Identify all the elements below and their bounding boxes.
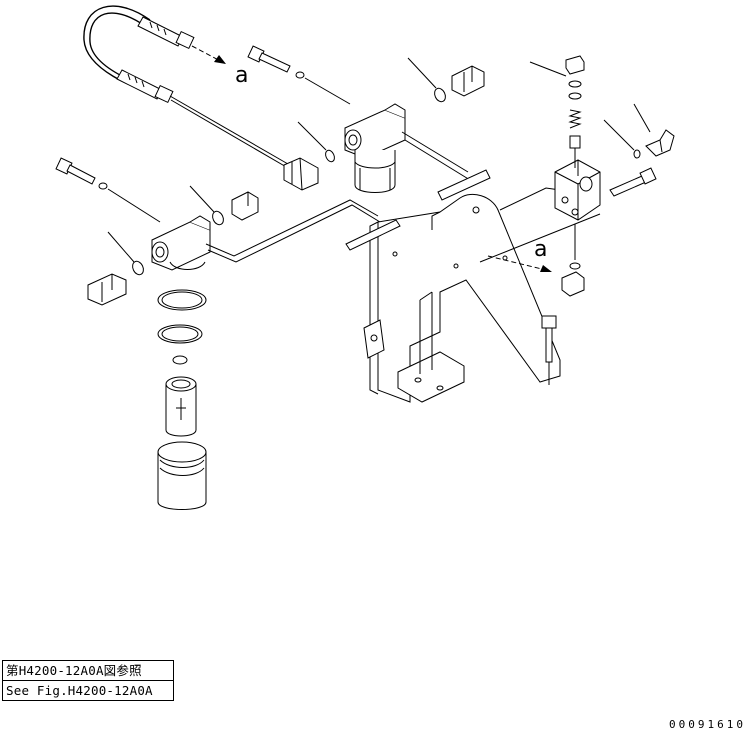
bolt-upper	[247, 45, 351, 105]
leader-line	[603, 119, 635, 151]
hose-assembly	[83, 5, 289, 169]
straight-fitting-upper	[451, 65, 485, 97]
drawing-number: 00091610	[669, 718, 746, 731]
straight-fitting-lower-left	[87, 273, 127, 306]
hose-line	[207, 204, 381, 263]
filter-element-stack	[157, 289, 207, 510]
arrow-label-a-lower: a	[534, 237, 547, 262]
valve-side-bolt	[609, 167, 657, 197]
valve-block	[554, 159, 601, 221]
filter-head-lower	[151, 215, 211, 271]
o-ring	[325, 149, 335, 163]
reference-box: 第H4200-12A0A図参照 See Fig.H4200-12A0A	[2, 660, 174, 701]
o-ring	[633, 149, 641, 159]
arrow-a-upper	[191, 45, 227, 65]
elbow-fitting-bottom	[561, 271, 585, 297]
reference-line-japanese: 第H4200-12A0A図参照	[6, 663, 142, 678]
hose-line	[479, 213, 601, 263]
hose-line	[401, 131, 469, 173]
hose-line	[404, 139, 471, 181]
relief-valve-parts	[565, 55, 585, 270]
leader-line	[107, 231, 135, 263]
leader-line	[297, 121, 327, 151]
leader-line	[407, 57, 437, 89]
hose-line	[205, 199, 379, 257]
elbow-fitting-right	[645, 129, 675, 157]
mounting-bracket	[345, 169, 561, 403]
o-ring	[212, 210, 224, 226]
straight-fitting-lower	[231, 191, 259, 221]
o-ring	[434, 87, 446, 103]
leader-line	[529, 61, 567, 77]
filter-head-upper	[344, 103, 406, 193]
arrow-label-a-upper: a	[235, 63, 248, 88]
bolt-lower	[55, 157, 161, 223]
leader-line	[633, 103, 651, 133]
leader-line	[189, 185, 215, 213]
reference-line-english: See Fig.H4200-12A0A	[3, 680, 173, 700]
bracket-bolt	[541, 315, 557, 385]
o-ring	[132, 260, 144, 276]
elbow-fitting-left	[283, 157, 319, 191]
arrow-a-lower	[487, 255, 552, 272]
